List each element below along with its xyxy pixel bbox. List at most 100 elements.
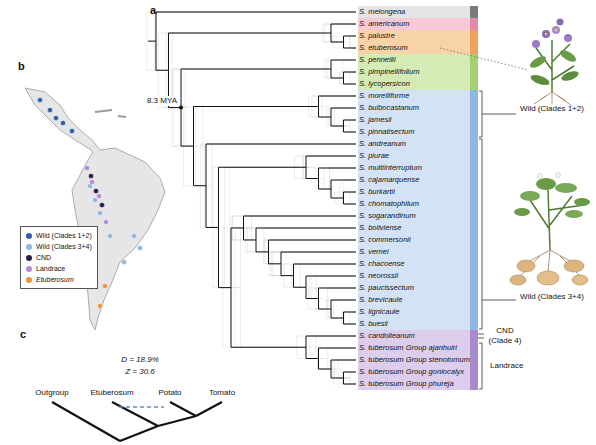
gene-tree-line [265, 240, 356, 252]
gene-tree-line [312, 276, 356, 287]
species-tree-branch [231, 288, 306, 348]
species-tree-branch [331, 180, 356, 189]
tree-label: Tomato [209, 388, 235, 398]
gene-tree-line [315, 168, 356, 179]
legend-swatch [26, 255, 32, 261]
panel-letter: b [18, 60, 25, 73]
gene-tree-line [316, 336, 356, 347]
gene-tree-line [185, 108, 186, 147]
species-tree-branch [306, 287, 319, 298]
gene-tree-line [325, 33, 348, 42]
gene-tree-line [332, 360, 356, 369]
species-label: S. pimpinellifolium [359, 67, 419, 77]
gene-tree-line [328, 300, 356, 309]
gene-tree-line [318, 348, 356, 359]
species-tree-branch [269, 252, 282, 264]
legend-row: Wild (Clades 1+2) [26, 230, 92, 241]
gene-tree-line [308, 299, 323, 310]
species-label: S. andreanum [359, 139, 406, 149]
gene-tree-line [297, 347, 328, 358]
gene-tree-line [269, 252, 356, 264]
tree-label: D = 18.9% [121, 355, 159, 365]
gene-tree-line [308, 288, 356, 299]
sample-dot [93, 188, 98, 193]
caribbean-islands [95, 110, 126, 117]
gene-tree-line [329, 168, 356, 179]
gene-tree-line [156, 41, 170, 70]
gene-tree-line [340, 72, 356, 78]
gene-tree-line [340, 78, 356, 84]
gene-tree-line [200, 146, 203, 186]
species-tree-branch [181, 69, 331, 108]
clade-bracket [479, 137, 482, 138]
gene-tree-line [213, 227, 240, 287]
species-label: S. melongena [359, 7, 405, 17]
species-label: S. jamesii [359, 115, 392, 125]
sample-dot [84, 165, 89, 170]
gene-tree-line [291, 264, 356, 276]
gene-tree-line [312, 287, 315, 298]
gene-tree-line [350, 192, 356, 198]
species-tree-branch [344, 120, 357, 126]
clade-band [358, 330, 476, 390]
gene-tree-line [316, 287, 323, 298]
species-tree-branch [281, 252, 356, 264]
species-tree-branch [344, 192, 357, 198]
gene-tree-line [340, 180, 356, 189]
tree-label: Outgroup [35, 388, 68, 398]
species-tree-branch [331, 309, 344, 318]
gene-tree-line [335, 198, 356, 204]
legend-swatch [26, 244, 32, 250]
gene-tree-line [238, 228, 241, 288]
species-label: S. palustre [359, 31, 395, 41]
legend-row: Etuberosum [26, 274, 92, 285]
gene-tree-line [247, 228, 356, 240]
gene-tree-line [328, 359, 329, 370]
group-label: Wild (Clades 3+4) [520, 292, 584, 302]
sample-dot [37, 97, 42, 102]
gene-tree-line [340, 78, 356, 84]
gene-tree-line [295, 167, 315, 178]
gene-tree-line [303, 167, 312, 178]
sample-dot [121, 259, 126, 264]
clade-band-edge [470, 18, 478, 30]
clade-band-edge [470, 30, 478, 54]
gene-tree-line [324, 168, 356, 179]
species-tree-branch [256, 240, 269, 252]
species-label: S. tuberosum Group goniocalyx [359, 367, 464, 377]
gene-tree-line [310, 347, 319, 358]
species-label: S. chacoense [359, 259, 404, 269]
gene-tree-line [205, 186, 217, 228]
species-tree-branch [219, 167, 307, 227]
group-label: Wild (Clades 1+2) [520, 104, 584, 114]
gene-tree-line [343, 126, 356, 132]
species-tree-branch [156, 41, 169, 70]
sample-dot [60, 120, 65, 125]
gene-tree-line [343, 120, 356, 126]
clade-band [358, 54, 476, 90]
species-tree-branch [194, 146, 207, 186]
species-tree-branch [294, 264, 357, 276]
legend-swatch [26, 277, 32, 283]
gene-tree-line [272, 252, 356, 264]
sample-dot [97, 303, 102, 308]
clade-bracket [482, 343, 483, 389]
species-tree-branch [344, 42, 357, 48]
gene-tree-line [350, 312, 356, 318]
species-label: S. tuberosum Group phureja [359, 379, 454, 389]
species-tree-branch [181, 108, 194, 147]
gene-tree-line [325, 69, 345, 78]
gene-tree-line [203, 107, 318, 147]
species-tree-branch [256, 228, 356, 240]
gene-tree-line [185, 69, 326, 108]
gene-tree-line [212, 144, 356, 186]
gene-tree-line [323, 24, 356, 33]
species-tree-branch [319, 359, 332, 370]
map-legend: Wild (Clades 1+2)Wild (Clades 3+4)CNDLan… [20, 226, 98, 289]
species-tree-branch [344, 318, 357, 324]
gene-tree-line [300, 264, 356, 276]
species-tree-branch [319, 299, 332, 310]
species-tree-branch [331, 69, 344, 78]
gene-tree-line [350, 372, 356, 378]
tree-label: Potato [158, 388, 181, 398]
